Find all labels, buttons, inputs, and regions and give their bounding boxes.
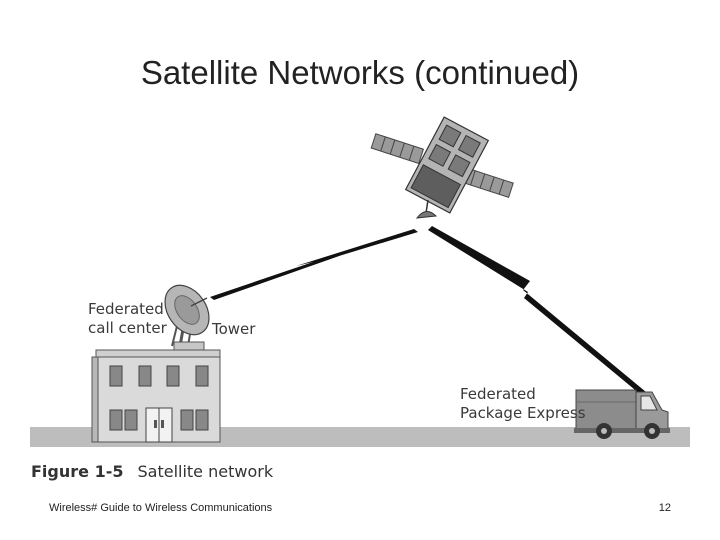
call-center-label-line2: call center xyxy=(88,319,167,337)
call-center-label-line1: Federated xyxy=(88,300,164,318)
truck-label-line2: Package Express xyxy=(460,404,586,422)
delivery-truck-icon xyxy=(574,389,670,439)
satellite-icon xyxy=(370,116,514,219)
satellite-dish-icon xyxy=(164,284,210,347)
call-center-building-icon xyxy=(91,341,221,443)
truck-label: Federated Package Express xyxy=(460,385,586,423)
figure-caption: Figure 1-5 Satellite network xyxy=(31,462,273,481)
figure-caption-number: Figure 1-5 xyxy=(31,462,124,481)
tower-label: Tower xyxy=(212,320,256,338)
page-number: 12 xyxy=(658,502,671,514)
truck-label-line1: Federated xyxy=(460,385,536,403)
call-center-label: Federated call center xyxy=(88,300,167,338)
link-dish-to-satellite-bolt xyxy=(210,229,418,300)
footer-text: Wireless# Guide to Wireless Communicatio… xyxy=(49,502,273,514)
slide-title: Satellite Networks (continued) xyxy=(140,54,580,91)
link-satellite-to-truck-bolt xyxy=(428,226,646,394)
figure-caption-text: Satellite network xyxy=(137,462,274,481)
